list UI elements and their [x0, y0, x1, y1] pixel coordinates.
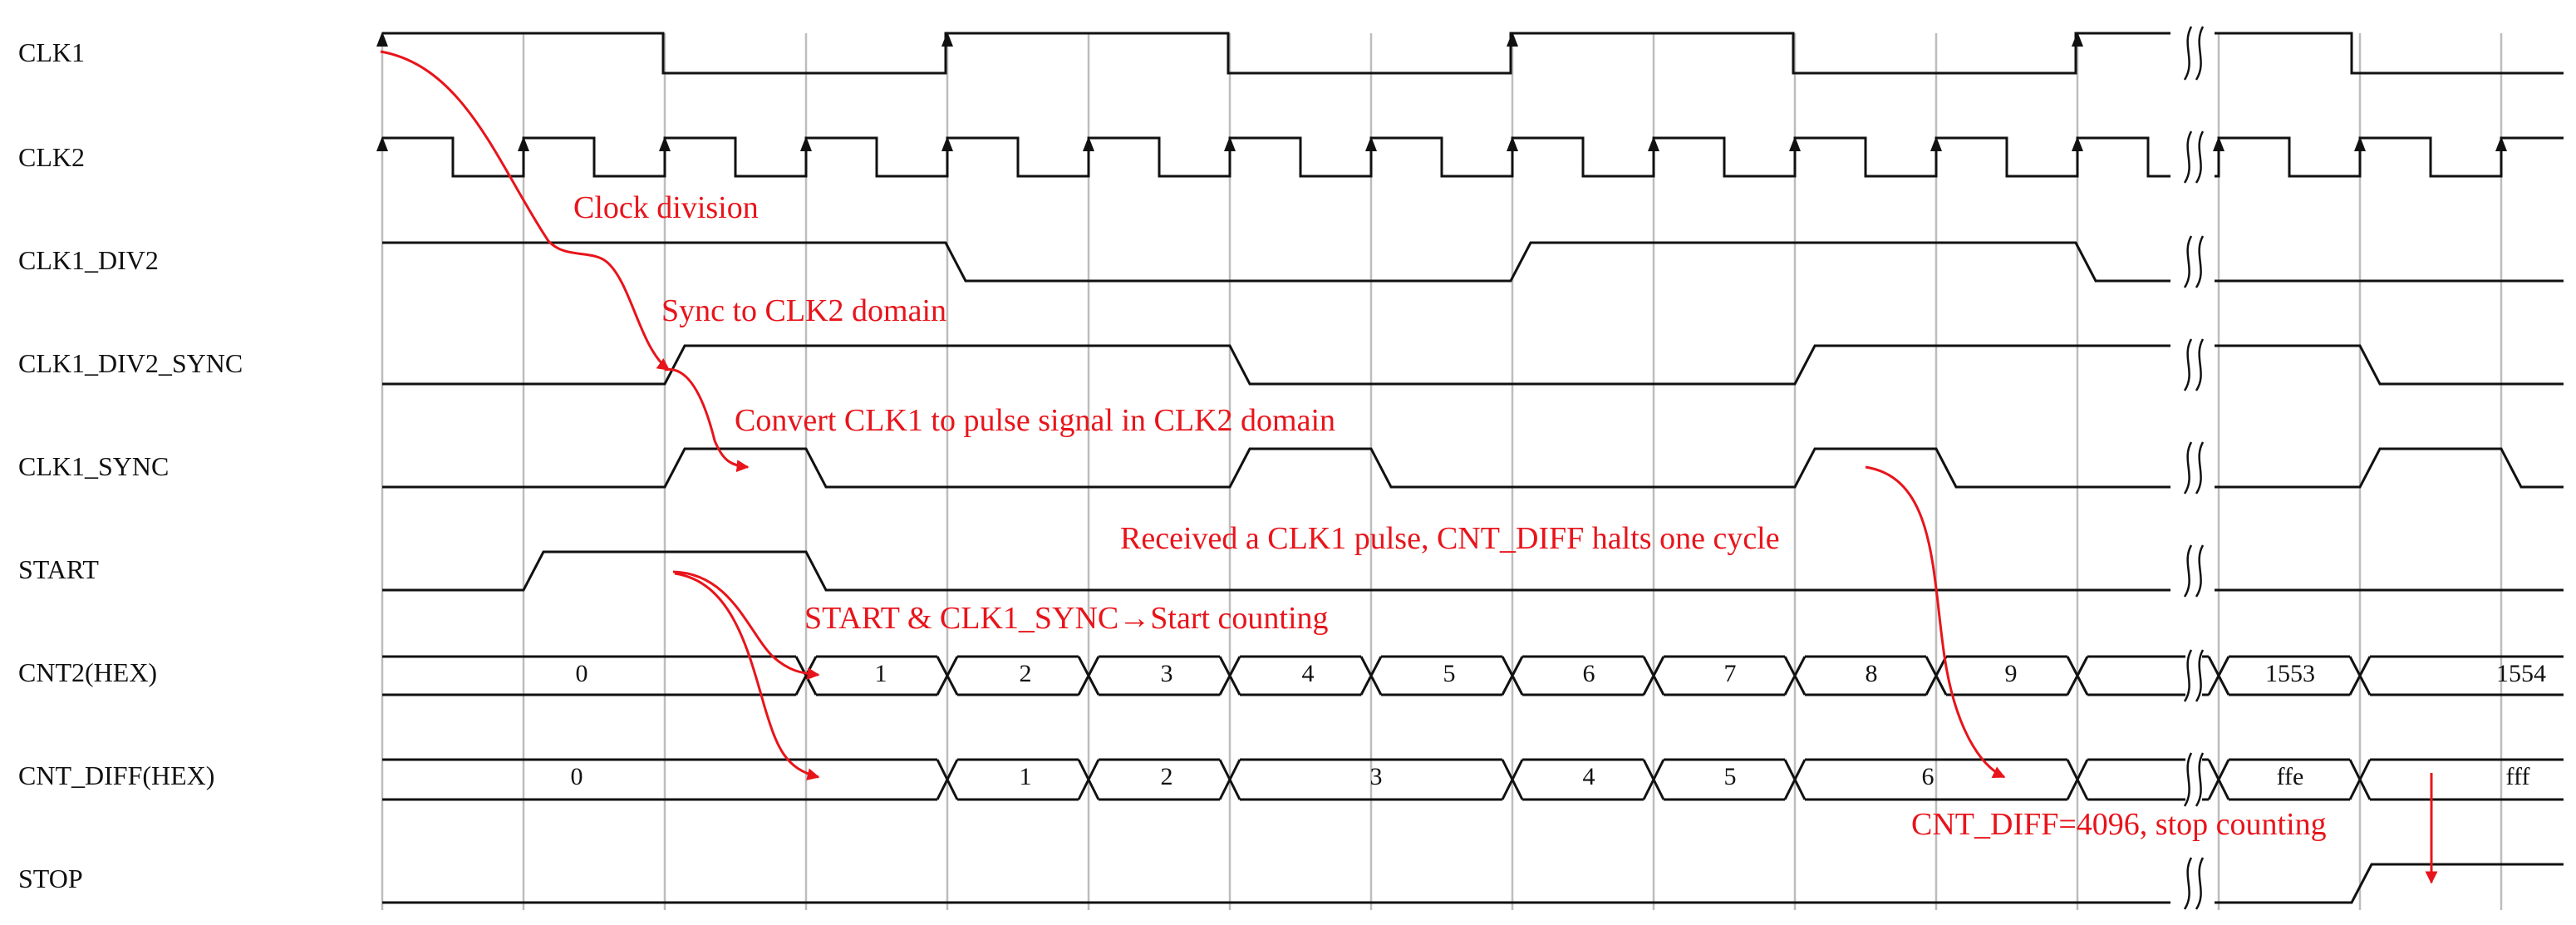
cnt2-bus-waveform	[382, 655, 2564, 696]
cnt2-value: 3	[1161, 660, 1173, 687]
cnt2-value: 5	[1443, 660, 1456, 687]
time-break-marker	[2195, 130, 2205, 184]
label-cnt2: CNT2(HEX)	[18, 657, 157, 687]
cnt-diff-value: 6	[1922, 763, 1934, 790]
label-clk1: CLK1	[18, 37, 85, 67]
cnt2-value: 1	[875, 660, 887, 687]
cnt-diff-value: 2	[1161, 763, 1173, 790]
clk2-rising-edge-marker	[2072, 136, 2083, 151]
clk1-rising-edge-marker	[1507, 32, 1518, 47]
time-break-marker	[2195, 544, 2205, 598]
label-clk2: CLK2	[18, 142, 85, 172]
label-clk1-sync: CLK1_SYNC	[18, 451, 169, 481]
clk2-rising-edge-marker	[1507, 136, 1518, 151]
cnt-diff-bus-waveform	[382, 758, 2564, 801]
cnt2-value: 1554	[2496, 660, 2546, 687]
cnt2-value: 4	[1302, 660, 1315, 687]
arrow-received-pulse	[1865, 465, 2006, 779]
cnt-diff-value: 0	[571, 763, 583, 790]
time-break-marker	[2195, 649, 2205, 702]
clk2-rising-edge-marker	[1789, 136, 1801, 151]
time-break-marker	[2183, 441, 2193, 494]
time-break-marker	[2195, 235, 2205, 288]
clk1-div2-sync-waveform	[382, 344, 2564, 386]
time-break-marker	[2195, 26, 2205, 81]
signal-labels: CLK1 CLK2 CLK1_DIV2 CLK1_DIV2_SYNC CLK1_…	[18, 37, 243, 893]
cnt2-value: 6	[1583, 660, 1595, 687]
clk2-rising-edge-marker	[1083, 136, 1094, 151]
time-break-marker	[2195, 441, 2205, 494]
time-break-marker	[2183, 338, 2193, 391]
clk1-rising-edge-marker	[2072, 32, 2083, 47]
cnt2-value: 0	[576, 660, 588, 687]
time-break-marker	[2183, 544, 2193, 598]
annotation-stop-counting: CNT_DIFF=4096, stop counting	[1911, 807, 2327, 842]
clk1-div2-waveform	[382, 241, 2564, 283]
clk2-rising-edge-marker	[2213, 136, 2225, 151]
annotation-arrows	[380, 50, 2438, 884]
cnt-diff-value: 1	[1020, 763, 1032, 790]
clk1-rising-edge-marker	[941, 32, 953, 47]
time-break-marker	[2195, 857, 2205, 910]
time-break-marker	[2195, 752, 2205, 807]
clk2-rising-edge-marker	[2495, 136, 2507, 151]
time-break-marker	[2183, 235, 2193, 288]
label-stop: STOP	[18, 863, 83, 893]
time-break-marker	[2183, 857, 2193, 910]
grid-lines	[381, 33, 2503, 910]
cnt-diff-values: 0 1 2 3 4 5 6 ffe fff	[571, 763, 2530, 790]
cnt2-value: 9	[2005, 660, 2018, 687]
time-break-marker	[2183, 26, 2193, 81]
cnt-diff-value: ffe	[2277, 763, 2304, 790]
clk1-sync-waveform	[382, 447, 2564, 489]
label-clk1-div2: CLK1_DIV2	[18, 245, 159, 275]
cnt2-value: 7	[1724, 660, 1737, 687]
stop-waveform	[382, 863, 2564, 904]
time-break-marker	[2195, 338, 2205, 391]
cnt-diff-value: 3	[1370, 763, 1383, 790]
cnt-diff-value: 4	[1583, 763, 1595, 790]
clk2-rising-edge-marker	[659, 136, 671, 151]
clk1-waveform	[382, 32, 2564, 75]
cnt-diff-value: fff	[2506, 763, 2530, 790]
start-waveform	[382, 550, 2564, 592]
label-clk1-div2-sync: CLK1_DIV2_SYNC	[18, 348, 243, 378]
arrow-start-cnt-diff	[674, 572, 820, 780]
annotation-sync-domain: Sync to CLK2 domain	[661, 293, 946, 328]
clk2-rising-edge-marker	[1224, 136, 1236, 151]
time-break-marker	[2183, 649, 2193, 702]
clk2-rising-edge-marker	[800, 136, 812, 151]
label-start: START	[18, 554, 99, 584]
label-cnt-diff: CNT_DIFF(HEX)	[18, 760, 214, 790]
annotation-convert-pulse: Convert CLK1 to pulse signal in CLK2 dom…	[735, 403, 1335, 438]
arrow-clock-division	[380, 50, 671, 371]
annotation-start-counting: START & CLK1_SYNC→Start counting	[804, 601, 1329, 636]
cnt2-values: 0 1 2 3 4 5 6 7 8 9 1553 1554	[576, 660, 2547, 687]
clk2-rising-edge-marker	[376, 136, 388, 151]
cnt2-value: 8	[1866, 660, 1878, 687]
time-break-markers	[2183, 26, 2205, 910]
clk2-rising-edge-marker	[1648, 136, 1659, 151]
annotations: Clock division Sync to CLK2 domain Conve…	[573, 190, 2327, 842]
arrow-sync-domain	[664, 367, 750, 473]
arrow-start-cnt2	[672, 570, 820, 681]
cnt2-value: 2	[1020, 660, 1032, 687]
clk2-rising-edge-marker	[1930, 136, 1942, 151]
annotation-received-pulse: Received a CLK1 pulse, CNT_DIFF halts on…	[1120, 521, 1780, 556]
waveforms	[376, 32, 2564, 904]
time-break-marker	[2183, 752, 2193, 807]
cnt2-value: 1553	[2265, 660, 2315, 687]
cnt-diff-value: 5	[1724, 763, 1737, 790]
clk2-rising-edge-marker	[518, 136, 529, 151]
time-break-marker	[2183, 130, 2193, 184]
clk1-rising-edge-marker	[376, 32, 388, 47]
annotation-clock-division: Clock division	[573, 190, 759, 225]
clk2-rising-edge-marker	[941, 136, 953, 151]
clk2-rising-edge-marker	[1365, 136, 1377, 151]
clk2-waveform	[382, 136, 2564, 178]
clk2-rising-edge-marker	[2354, 136, 2366, 151]
